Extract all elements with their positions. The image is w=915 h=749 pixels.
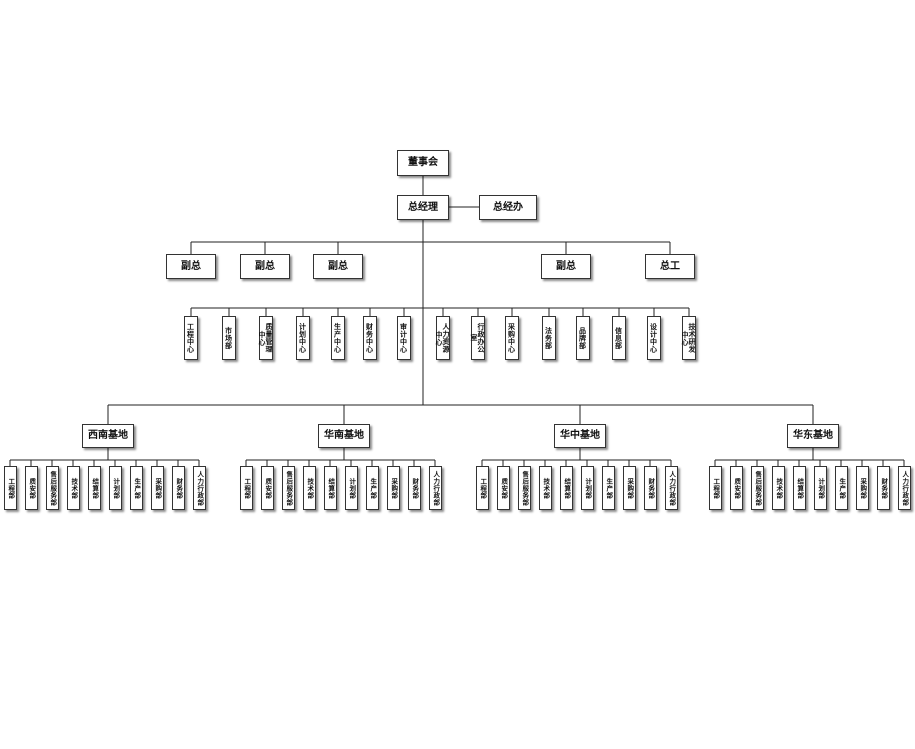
node-dept: 生产部 bbox=[130, 466, 143, 510]
node-dept: 采购部 bbox=[623, 466, 636, 510]
node-dept: 生产部 bbox=[835, 466, 848, 510]
node-board: 董事会 bbox=[397, 150, 449, 176]
node-dept: 结算部 bbox=[324, 466, 337, 510]
node-dept: 质安部 bbox=[25, 466, 38, 510]
node-dept: 结算部 bbox=[793, 466, 806, 510]
node-dept: 财务部 bbox=[172, 466, 185, 510]
node-dept: 工程部 bbox=[709, 466, 722, 510]
node-vp: 副总 bbox=[240, 254, 290, 279]
node-center: 财务中心 bbox=[363, 316, 377, 360]
node-dept: 人力行政部 bbox=[898, 466, 911, 510]
node-dept: 售后服务部 bbox=[751, 466, 764, 510]
node-dept: 计划部 bbox=[345, 466, 358, 510]
node-vp: 副总 bbox=[166, 254, 216, 279]
node-dept: 技术部 bbox=[67, 466, 80, 510]
node-dept: 生产部 bbox=[366, 466, 379, 510]
node-center: 设计中心 bbox=[647, 316, 661, 360]
node-center: 工程中心 bbox=[184, 316, 198, 360]
node-gm-office: 总经办 bbox=[479, 195, 537, 220]
node-general-manager: 总经理 bbox=[397, 195, 449, 220]
node-dept: 财务部 bbox=[408, 466, 421, 510]
node-vp: 副总 bbox=[541, 254, 591, 279]
node-dept: 计划部 bbox=[814, 466, 827, 510]
node-dept: 采购部 bbox=[387, 466, 400, 510]
node-center: 行政办公室 bbox=[470, 316, 486, 360]
node-center: 审计中心 bbox=[397, 316, 411, 360]
node-dept: 技术部 bbox=[539, 466, 552, 510]
node-dept: 财务部 bbox=[644, 466, 657, 510]
node-dept: 人力行政部 bbox=[193, 466, 206, 510]
node-center: 生产中心 bbox=[331, 316, 345, 360]
node-dept: 财务部 bbox=[877, 466, 890, 510]
node-base: 华中基地 bbox=[554, 424, 606, 448]
node-dept: 技术部 bbox=[303, 466, 316, 510]
node-dept: 售后服务部 bbox=[518, 466, 531, 510]
node-dept: 售后服务部 bbox=[282, 466, 295, 510]
node-base: 华南基地 bbox=[318, 424, 370, 448]
node-dept: 计划部 bbox=[581, 466, 594, 510]
node-dept: 采购部 bbox=[151, 466, 164, 510]
node-dept: 生产部 bbox=[602, 466, 615, 510]
node-center: 信息部 bbox=[612, 316, 626, 360]
node-dept: 质安部 bbox=[261, 466, 274, 510]
node-center: 法务部 bbox=[542, 316, 556, 360]
node-dept: 技术部 bbox=[772, 466, 785, 510]
node-dept: 计划部 bbox=[109, 466, 122, 510]
node-dept: 人力行政部 bbox=[665, 466, 678, 510]
node-dept: 工程部 bbox=[240, 466, 253, 510]
node-center: 技术研发中心 bbox=[681, 316, 697, 360]
node-base: 华东基地 bbox=[787, 424, 839, 448]
node-dept: 质安部 bbox=[730, 466, 743, 510]
node-center: 市场部 bbox=[222, 316, 236, 360]
node-dept: 结算部 bbox=[560, 466, 573, 510]
node-vp: 副总 bbox=[313, 254, 363, 279]
node-dept: 售后服务部 bbox=[46, 466, 59, 510]
node-center: 采购中心 bbox=[505, 316, 519, 360]
node-dept: 工程部 bbox=[4, 466, 17, 510]
node-dept: 结算部 bbox=[88, 466, 101, 510]
node-center: 品牌部 bbox=[576, 316, 590, 360]
node-vp: 总工 bbox=[645, 254, 695, 279]
node-base: 西南基地 bbox=[82, 424, 134, 448]
node-dept: 人力行政部 bbox=[429, 466, 442, 510]
node-dept: 采购部 bbox=[856, 466, 869, 510]
node-dept: 质安部 bbox=[497, 466, 510, 510]
node-dept: 工程部 bbox=[476, 466, 489, 510]
node-center: 质量管理中心 bbox=[258, 316, 274, 360]
node-center: 人力资源中心 bbox=[435, 316, 451, 360]
node-center: 计划中心 bbox=[296, 316, 310, 360]
